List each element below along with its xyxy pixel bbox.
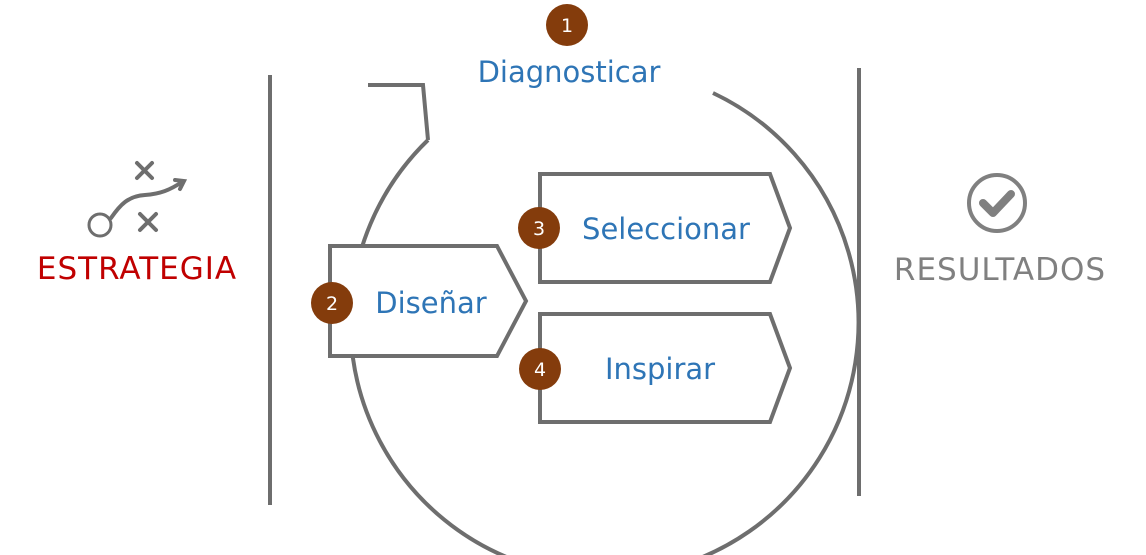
results-label: RESULTADOS [894,252,1106,288]
step-4-chevron [538,312,793,424]
strategy-label: ESTRATEGIA [37,251,237,287]
step-3-badge [518,207,560,249]
step-3-number: 3 [533,218,545,240]
step-3-chevron [538,172,793,284]
cycle-arrowhead [368,83,430,141]
step-3-label: Seleccionar [582,212,750,246]
step-1-label: Diagnosticar [478,55,661,89]
step-2-badge [311,282,353,324]
step-2-label: Diseñar [375,286,486,320]
step-4-badge [519,348,561,390]
step-1-number: 1 [561,15,573,37]
check-circle-icon [967,173,1027,233]
step-2-number: 2 [326,293,338,315]
step-4-number: 4 [534,359,546,381]
strategy-play-icon [87,161,188,238]
step-1-badge [546,4,588,46]
step-4-label: Inspirar [605,352,715,386]
step-2-chevron [328,244,529,358]
